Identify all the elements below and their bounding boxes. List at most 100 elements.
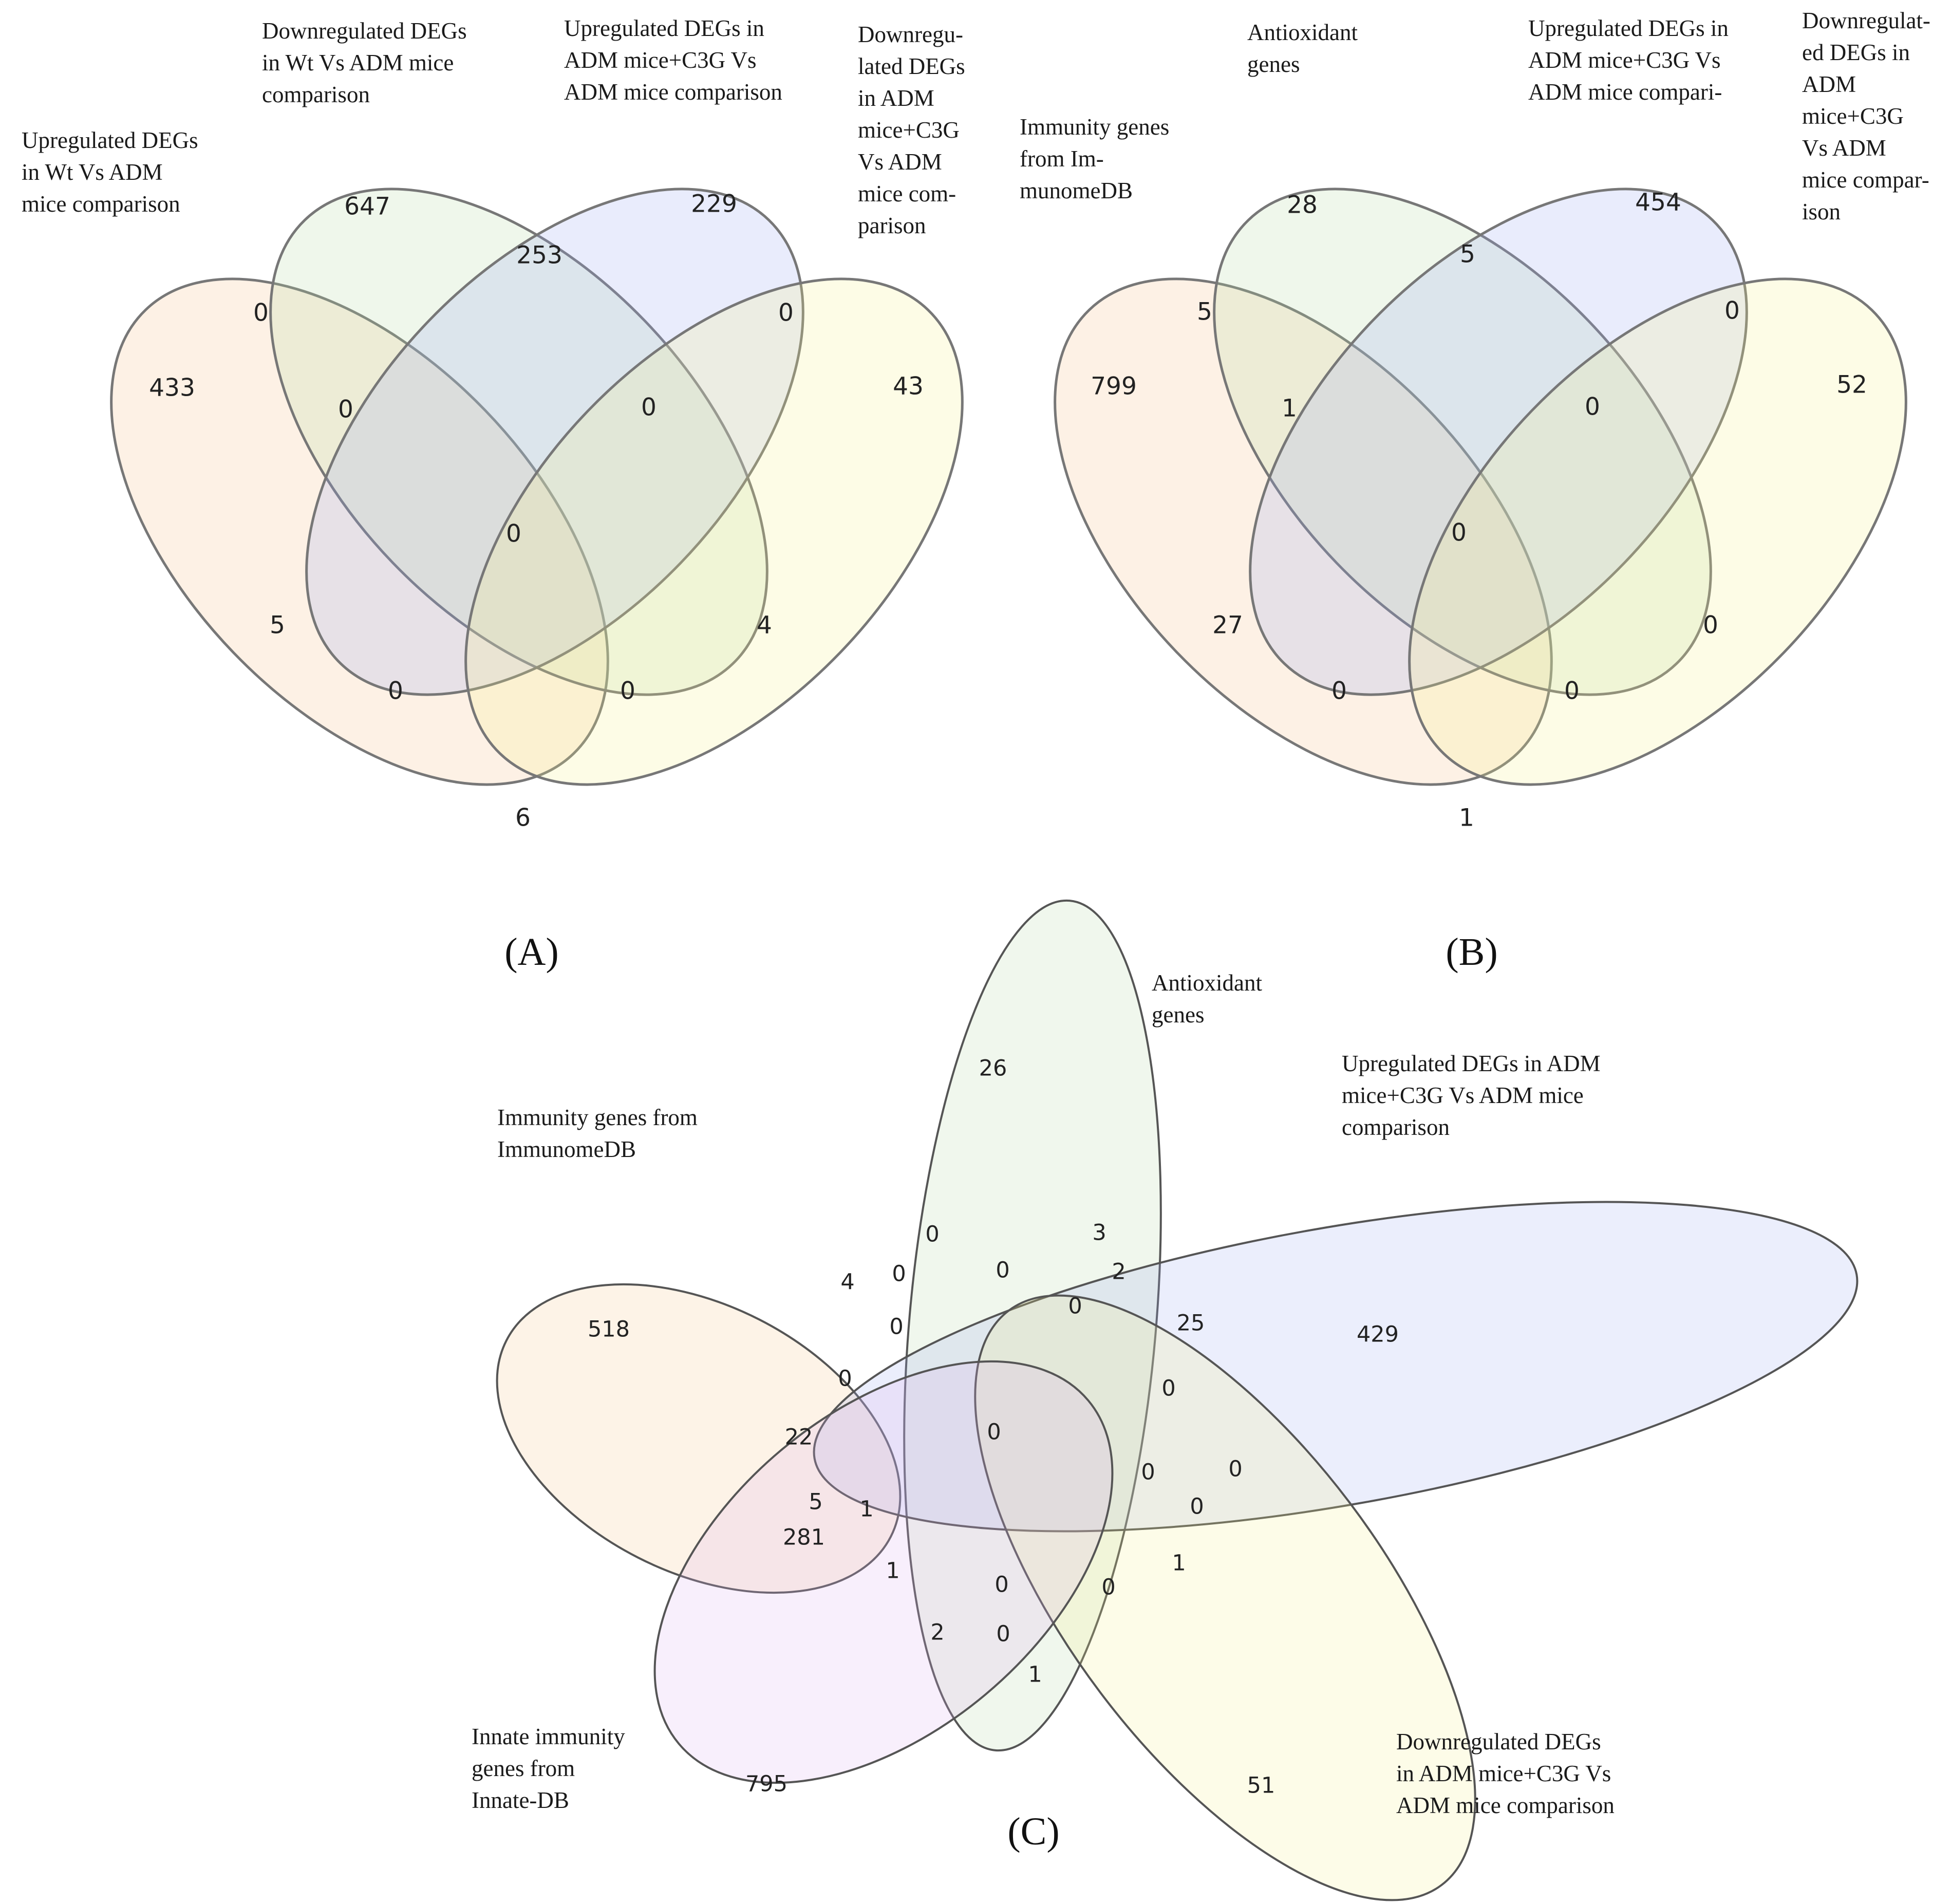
venn-b-region: 5 [1460, 240, 1475, 269]
venn-b-region: 0 [1585, 393, 1600, 421]
venn-c-region: 51 [1247, 1773, 1275, 1799]
venn-c-region: 2 [1112, 1259, 1125, 1285]
venn-c-set-4-ellipse [974, 1294, 1476, 1901]
venn-c-region: 25 [1177, 1311, 1205, 1336]
venn-b-region: 0 [1451, 519, 1467, 547]
venn-c-region: 1 [1028, 1662, 1042, 1688]
label-line: parison [858, 213, 926, 238]
venn-c-set-1-ellipse [496, 1283, 902, 1594]
label-line: Upregulated DEGs in ADM [1342, 1051, 1601, 1076]
label-line: genes from [472, 1756, 575, 1781]
label-line: ADM mice comparison [1396, 1793, 1615, 1818]
venn-c-region: 518 [588, 1317, 630, 1342]
label-line: in Wt Vs ADM mice [262, 50, 454, 76]
venn-b-set-1-ellipse [1054, 277, 1553, 786]
venn-b-region: 0 [1331, 677, 1347, 705]
venn-b-region: 799 [1091, 372, 1137, 401]
label-line: Vs ADM [858, 149, 942, 175]
label-line: ADM mice+C3G Vs [564, 47, 757, 73]
venn-c-region: 0 [889, 1314, 903, 1340]
venn-a-region: 5 [270, 611, 285, 640]
label-line: mice com- [858, 181, 956, 207]
venn-a-region: 229 [691, 190, 737, 218]
venn-c-set-3-label: Upregulated DEGs in ADM mice+C3G Vs ADM m… [1342, 1051, 1601, 1140]
label-line: mice comparison [22, 191, 180, 217]
label-line: Downregulated DEGs [262, 18, 467, 44]
venn-a-region: 0 [620, 677, 635, 705]
venn-a-region: 253 [516, 241, 562, 270]
venn-c-region: 3 [1092, 1220, 1106, 1246]
label-line: Vs ADM [1802, 135, 1886, 161]
label-line: ed DEGs in [1802, 40, 1910, 65]
label-line: mice+C3G Vs ADM mice [1342, 1082, 1584, 1108]
venn-c-region: 1 [859, 1497, 873, 1522]
label-line: Innate-DB [472, 1787, 569, 1813]
venn-c-region: 4 [840, 1270, 854, 1295]
venn-c-region: 429 [1357, 1322, 1399, 1348]
venn-c-region: 0 [987, 1420, 1001, 1445]
venn-a-region: 0 [506, 520, 521, 548]
label-line: ADM mice comparison [564, 79, 782, 105]
venn-c-region: 0 [996, 1258, 1009, 1283]
label-line: ison [1802, 199, 1841, 225]
venn-c-region: 22 [785, 1425, 813, 1450]
label-line: lated DEGs [858, 53, 965, 79]
venn-a-region: 0 [253, 299, 269, 327]
venn-b-region: 28 [1287, 191, 1318, 219]
venn-a-region: 0 [338, 396, 353, 424]
venn-c-region: 0 [925, 1222, 939, 1247]
venn-a-region: 647 [344, 193, 390, 221]
venn-a-region: 0 [388, 677, 403, 705]
label-line: Antioxidant [1152, 970, 1262, 996]
venn-b-set-2-ellipse [1213, 188, 1712, 696]
venn-a-set-3-ellipse [305, 188, 804, 696]
label-line: ADM [1802, 71, 1856, 97]
venn-b-panel-label: (B) [1446, 930, 1497, 974]
venn-c-region: 0 [1068, 1294, 1082, 1319]
venn-a-region: 6 [515, 804, 531, 832]
venn-c-set-2-ellipse [903, 899, 1162, 1752]
label-line: ImmunomeDB [497, 1136, 636, 1162]
venn-a-set-3-label: Upregulated DEGs in ADM mice+C3G Vs ADM mi… [564, 15, 782, 105]
venn-c-region: 0 [995, 1572, 1008, 1598]
venn-c-region: 0 [838, 1366, 852, 1392]
label-line: ADM mice compari- [1528, 79, 1722, 105]
venn-b-region: 1 [1282, 395, 1297, 423]
venn-b-region: 1 [1459, 804, 1474, 832]
venn-a-panel-label: (A) [504, 930, 559, 974]
venn-c-region: 0 [1101, 1575, 1115, 1600]
venn-c-region: 0 [1190, 1494, 1204, 1520]
venn-c-region: 5 [809, 1489, 822, 1515]
venn-b-region: 52 [1836, 371, 1867, 399]
venn-a-set-2-ellipse [269, 188, 768, 696]
venn-a-region: 433 [149, 374, 195, 402]
venn-c-region: 1 [1172, 1551, 1186, 1576]
venn-a-set-4-ellipse [464, 277, 964, 786]
label-line: mice compar- [1802, 167, 1929, 193]
venn-c-region: 0 [1141, 1460, 1155, 1485]
venn-c-set-3-ellipse [813, 1201, 1859, 1533]
label-line: comparison [1342, 1114, 1450, 1140]
label-line: in ADM [858, 85, 934, 111]
label-line: Immunity genes from [497, 1105, 698, 1130]
label-line: from Im- [1020, 146, 1104, 172]
venn-b-region: 27 [1212, 611, 1243, 640]
venn-b-region: 454 [1635, 189, 1681, 217]
label-line: mice+C3G [858, 117, 960, 143]
venn-c-region: 0 [1161, 1376, 1175, 1402]
venn-c-region: 795 [745, 1771, 787, 1797]
label-line: munomeDB [1020, 178, 1133, 203]
label-line: Downregulated DEGs [1396, 1729, 1601, 1754]
label-line: Upregulated DEGs in [564, 15, 764, 41]
